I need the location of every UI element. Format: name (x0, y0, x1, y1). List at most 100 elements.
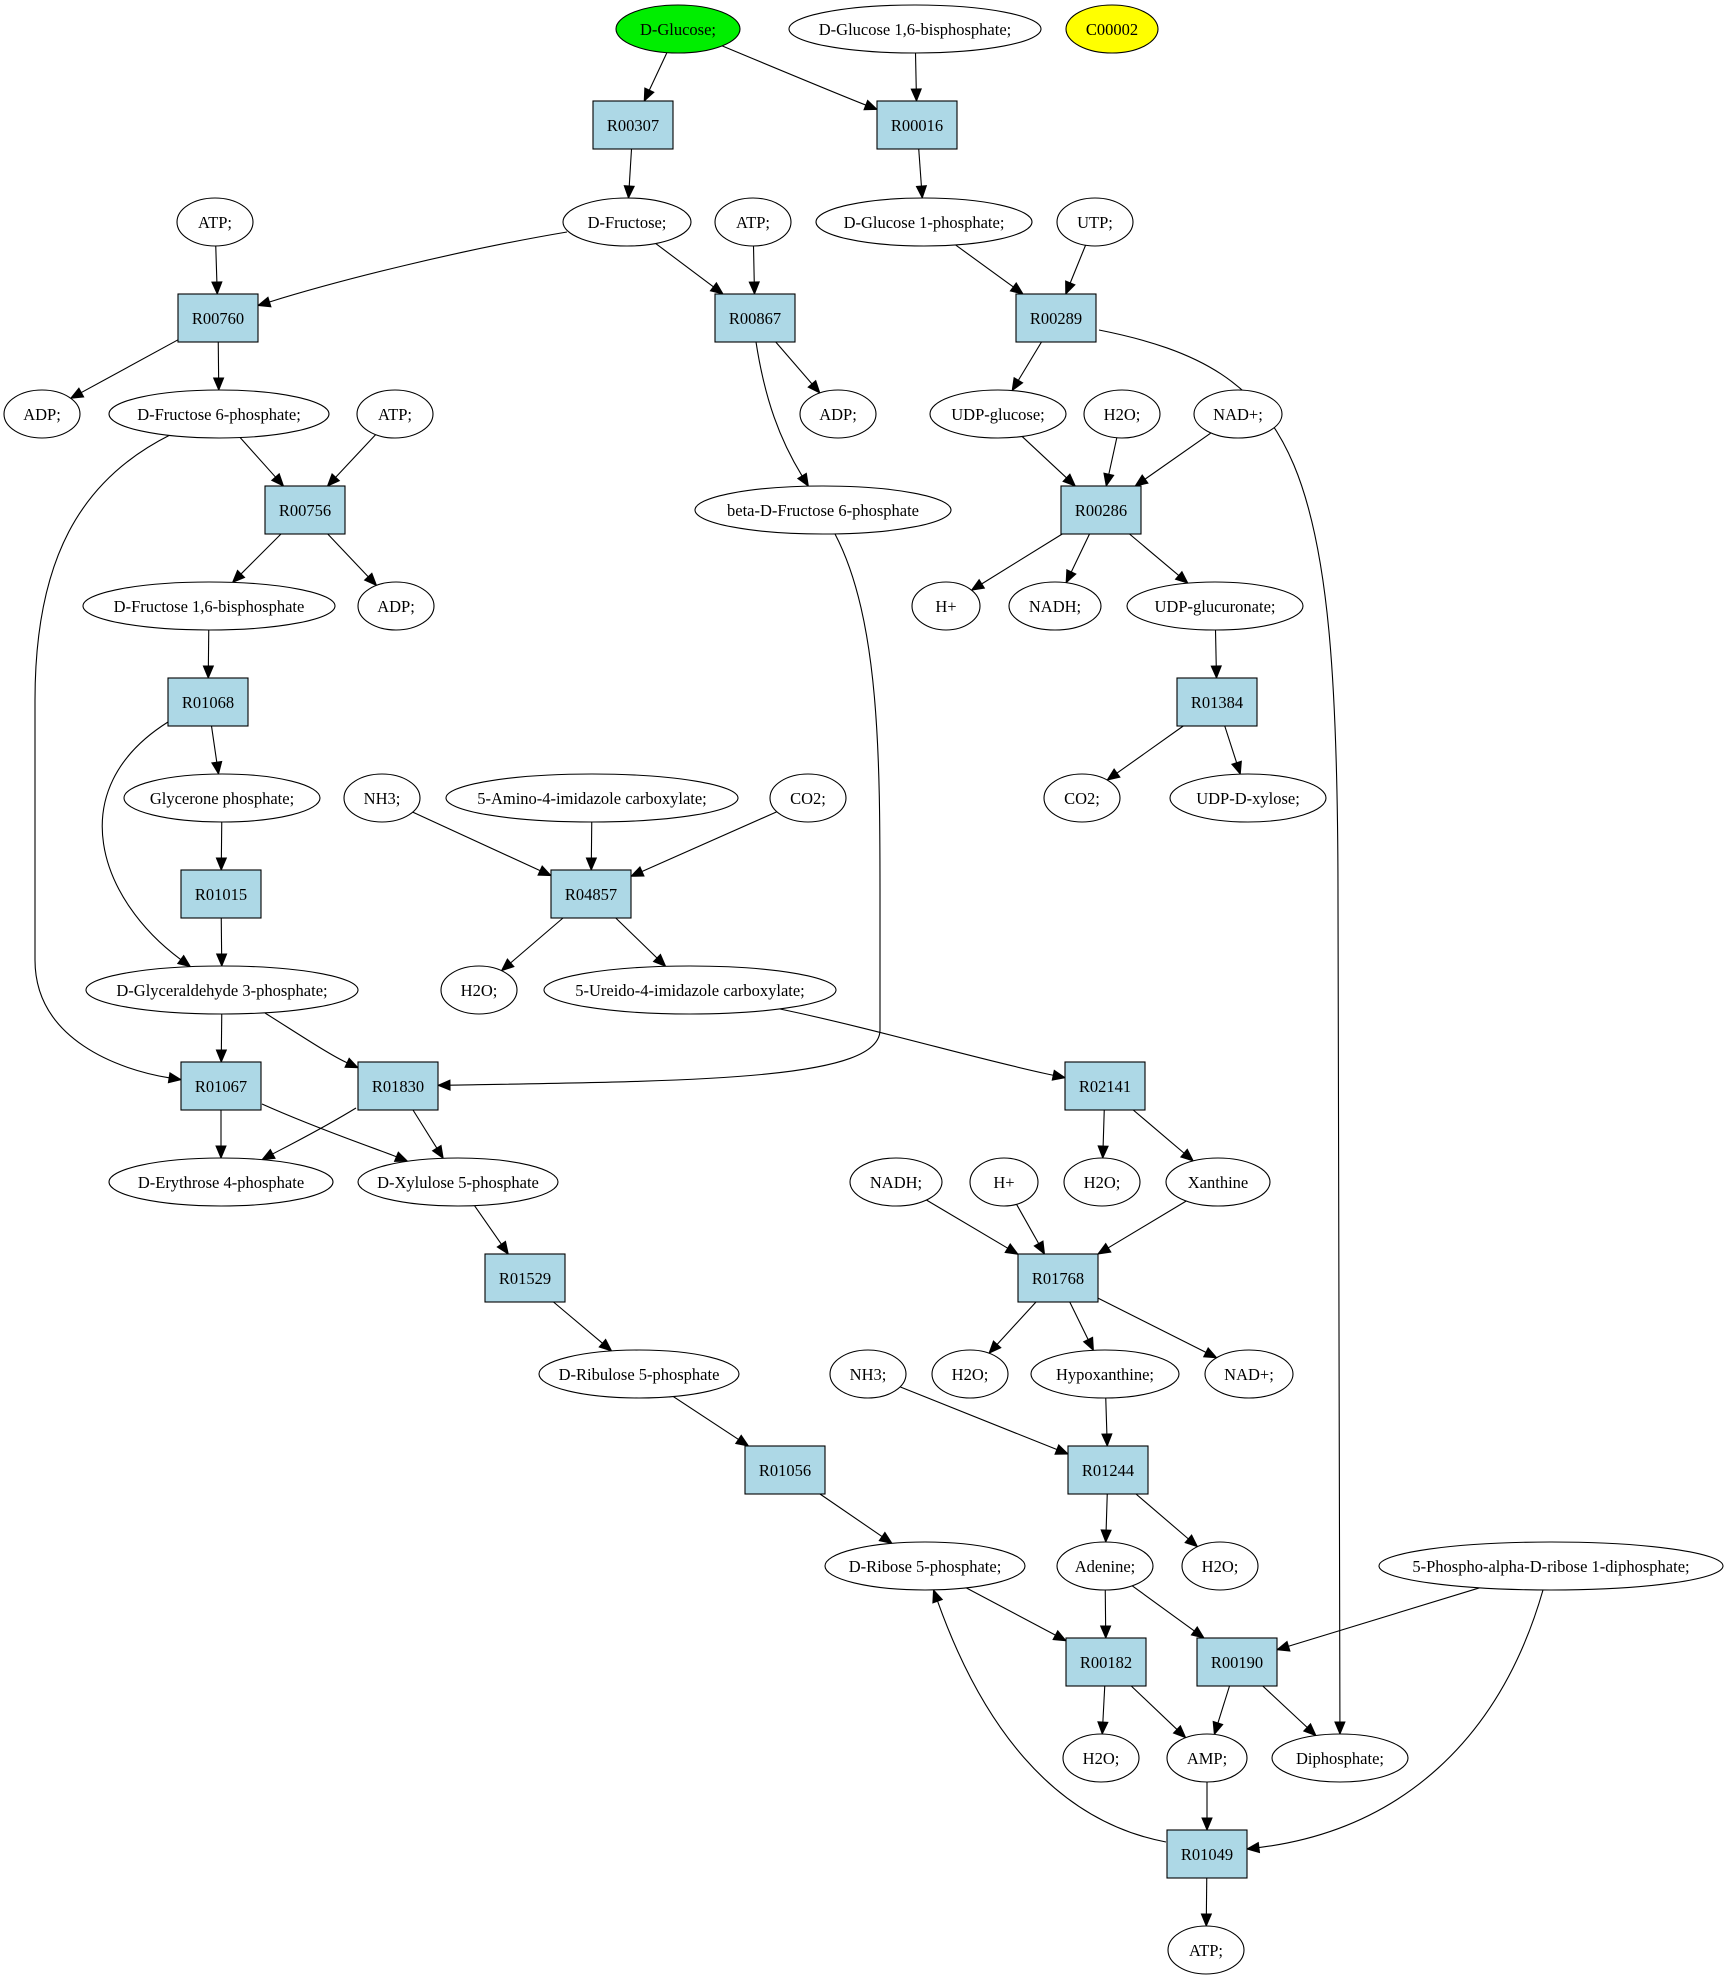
edge-nh3a-to-R04857 (412, 811, 553, 877)
compound-node-h2o5[interactable]: H2O; (1181, 1541, 1259, 1591)
reaction-node-R02141[interactable]: R02141 (1064, 1061, 1146, 1111)
edge-nadh2-to-R01768 (926, 1199, 1020, 1255)
compound-node-udpglc[interactable]: UDP-glucose; (929, 389, 1067, 439)
compound-node-hplus1[interactable]: H+ (911, 581, 981, 631)
compound-label: CO2; (1064, 789, 1100, 808)
compound-label: beta-D-Fructose 6-phosphate (727, 501, 919, 520)
reaction-box (1166, 1829, 1248, 1879)
reaction-node-R01244[interactable]: R01244 (1067, 1445, 1149, 1495)
reaction-label: R00190 (1211, 1653, 1263, 1672)
reaction-node-R01049[interactable]: R01049 (1166, 1829, 1248, 1879)
compound-node-f6p[interactable]: D-Fructose 6-phosphate; (108, 389, 330, 439)
compound-ellipse (1165, 1157, 1271, 1207)
compound-node-xu5p[interactable]: D-Xylulose 5-phosphate (357, 1157, 559, 1207)
compound-node-nadh2[interactable]: NADH; (849, 1157, 943, 1207)
compound-ellipse (538, 1349, 740, 1399)
compound-node-utp[interactable]: UTP; (1056, 197, 1134, 247)
compound-node-nh3a[interactable]: NH3; (343, 773, 421, 823)
reaction-node-R00182[interactable]: R00182 (1065, 1637, 1147, 1687)
compound-node-uic[interactable]: 5-Ureido-4-imidazole carboxylate; (543, 965, 837, 1015)
edge-uic-to-R02141 (779, 1008, 1067, 1081)
edge-xan-to-R01768 (1096, 1200, 1187, 1255)
compound-node-atp2[interactable]: ATP; (714, 197, 792, 247)
compound-node-h2o6[interactable]: H2O; (1062, 1733, 1140, 1783)
compound-node-amp[interactable]: AMP; (1166, 1733, 1248, 1783)
edge-layer (34, 44, 1544, 1928)
compound-node-co2b[interactable]: CO2; (1043, 773, 1121, 823)
reaction-node-R00289[interactable]: R00289 (1015, 293, 1097, 343)
compound-label: UDP-glucuronate; (1155, 597, 1276, 616)
reaction-node-R00867[interactable]: R00867 (714, 293, 796, 343)
compound-ellipse (1166, 1733, 1248, 1783)
compound-node-co2a[interactable]: CO2; (769, 773, 847, 823)
compound-node-adp2[interactable]: ADP; (799, 389, 877, 439)
edge-line (926, 1199, 1008, 1249)
arrowhead (807, 379, 821, 394)
compound-node-xan[interactable]: Xanthine (1165, 1157, 1271, 1207)
compound-node-dhap[interactable]: Glycerone phosphate; (123, 773, 321, 823)
compound-node-nad2[interactable]: NAD+; (1204, 1349, 1294, 1399)
reaction-node-R00760[interactable]: R00760 (177, 293, 259, 343)
reaction-node-R00016[interactable]: R00016 (876, 100, 958, 150)
compound-node-atp3[interactable]: ATP; (356, 389, 434, 439)
reaction-box (1017, 1253, 1099, 1303)
reaction-node-R00756[interactable]: R00756 (264, 485, 346, 535)
edge-glc-to-R00307 (643, 52, 668, 103)
reaction-label: R00286 (1075, 501, 1127, 520)
compound-node-udpxyl[interactable]: UDP-D-xylose; (1169, 773, 1327, 823)
compound-label: UDP-D-xylose; (1196, 789, 1300, 808)
compound-node-atp4[interactable]: ATP; (1167, 1925, 1245, 1975)
reaction-node-R01384[interactable]: R01384 (1176, 677, 1258, 727)
arrowhead (1009, 281, 1025, 295)
reaction-node-R00286[interactable]: R00286 (1060, 485, 1142, 535)
edge-hyp-to-R01244 (1101, 1397, 1113, 1448)
compound-node-bf6p[interactable]: beta-D-Fructose 6-phosphate (694, 485, 952, 535)
compound-node-h2o3[interactable]: H2O; (1063, 1157, 1141, 1207)
compound-label: 5-Amino-4-imidazole carboxylate; (477, 789, 707, 808)
compound-node-g1p[interactable]: D-Glucose 1-phosphate; (815, 197, 1033, 247)
reaction-node-R01768[interactable]: R01768 (1017, 1253, 1099, 1303)
reaction-label: R01015 (195, 885, 247, 904)
compound-node-nad1[interactable]: NAD+; (1193, 389, 1283, 439)
compound-node-h2o4[interactable]: H2O; (931, 1349, 1009, 1399)
compound-node-h2o1[interactable]: H2O; (1083, 389, 1161, 439)
compound-node-glc[interactable]: D-Glucose; (615, 4, 741, 54)
arrowhead (202, 665, 215, 680)
compound-node-aic[interactable]: 5-Amino-4-imidazole carboxylate; (445, 773, 739, 823)
compound-node-prpp[interactable]: 5-Phospho-alpha-D-ribose 1-diphosphate; (1378, 1541, 1724, 1591)
reaction-node-R00307[interactable]: R00307 (592, 100, 674, 150)
compound-node-atp1[interactable]: ATP; (176, 197, 254, 247)
compound-node-fru[interactable]: D-Fructose; (562, 197, 692, 247)
reaction-node-R01830[interactable]: R01830 (357, 1061, 439, 1111)
edge-R00190-to-ppi (1262, 1685, 1317, 1737)
reaction-node-R01068[interactable]: R01068 (167, 677, 249, 727)
compound-node-e4p[interactable]: D-Erythrose 4-phosphate (108, 1157, 334, 1207)
arrowhead (1033, 1240, 1046, 1256)
arrowhead (1052, 1629, 1068, 1642)
compound-ellipse (615, 4, 741, 54)
compound-node-h2o2[interactable]: H2O; (440, 965, 518, 1015)
reaction-node-R04857[interactable]: R04857 (550, 869, 632, 919)
compound-node-adp1[interactable]: ADP; (3, 389, 81, 439)
reaction-node-R01056[interactable]: R01056 (744, 1445, 826, 1495)
edge-R01244-to-ade (1100, 1493, 1112, 1544)
compound-node-nh3b[interactable]: NH3; (829, 1349, 907, 1399)
reaction-node-R01015[interactable]: R01015 (180, 869, 262, 919)
compound-node-r5p[interactable]: D-Ribose 5-phosphate; (824, 1541, 1026, 1591)
compound-node-ppi[interactable]: Diphosphate; (1271, 1733, 1409, 1783)
reaction-node-R00190[interactable]: R00190 (1196, 1637, 1278, 1687)
reaction-node-R01529[interactable]: R01529 (484, 1253, 566, 1303)
compound-node-g16bp[interactable]: D-Glucose 1,6-bisphosphate; (788, 4, 1042, 54)
compound-node-c00002[interactable]: C00002 (1065, 4, 1159, 54)
edge-R00760-to-f6p (212, 341, 225, 392)
compound-node-udpgluc[interactable]: UDP-glucuronate; (1126, 581, 1304, 631)
compound-node-gap[interactable]: D-Glyceraldehyde 3-phosphate; (85, 965, 359, 1015)
reaction-node-R01067[interactable]: R01067 (180, 1061, 262, 1111)
compound-node-hplus2[interactable]: H+ (969, 1157, 1039, 1207)
compound-node-ru5p[interactable]: D-Ribulose 5-phosphate (538, 1349, 740, 1399)
compound-node-ade[interactable]: Adenine; (1056, 1541, 1154, 1591)
compound-node-f16bp[interactable]: D-Fructose 1,6-bisphosphate (82, 581, 336, 631)
compound-node-hyp[interactable]: Hypoxanthine; (1030, 1349, 1180, 1399)
compound-node-adp3[interactable]: ADP; (357, 581, 435, 631)
compound-node-nadh1[interactable]: NADH; (1008, 581, 1102, 631)
